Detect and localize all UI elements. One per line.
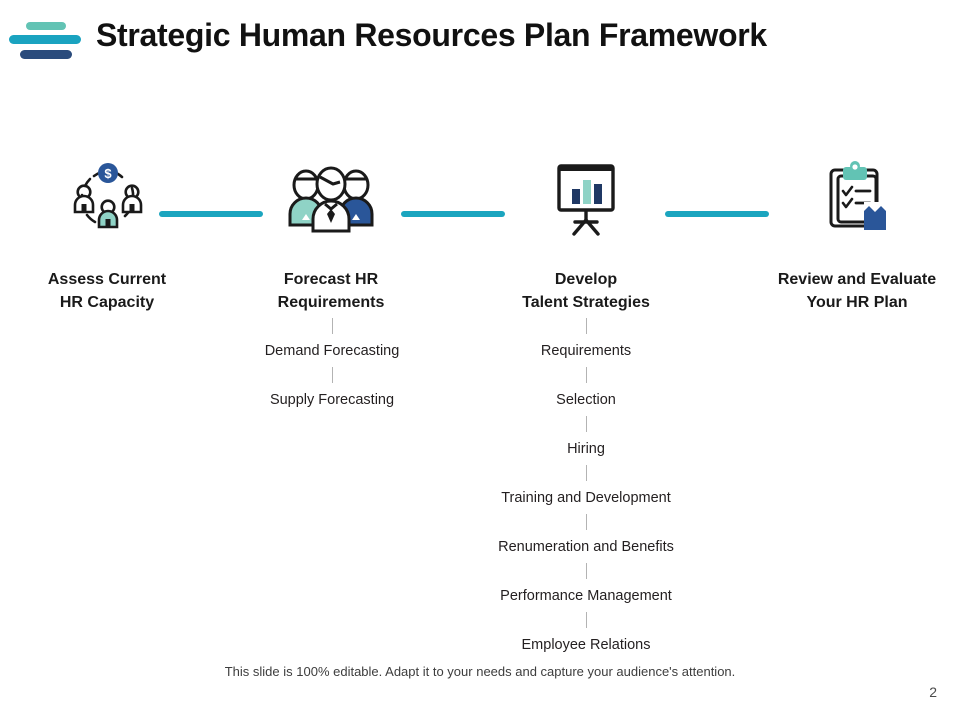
logo-bar-top [26, 22, 66, 30]
sub-connector-line [585, 465, 587, 481]
sub-item[interactable]: Employee Relations [521, 637, 651, 653]
step-title: Forecast HR Requirements [277, 271, 385, 311]
sublist-develop-talent-strategies: Requirements Selection Hiring Training a… [436, 318, 736, 661]
sub-item[interactable]: Selection [556, 392, 616, 408]
connector-step1-step2 [159, 211, 263, 217]
step-forecast-hr-requirements[interactable]: Forecast HR Requirements [211, 160, 451, 314]
sub-connector-line [331, 318, 333, 334]
logo-bar-bottom [20, 50, 72, 59]
presentation-bar-chart-icon [466, 160, 706, 236]
sub-connector-line [585, 318, 587, 334]
sub-connector-line [585, 612, 587, 628]
three-people-team-icon [211, 160, 451, 236]
sub-item[interactable]: Demand Forecasting [264, 343, 400, 359]
sub-item[interactable]: Renumeration and Benefits [498, 539, 674, 555]
sub-connector-line [331, 367, 333, 383]
people-circle-dollar-icon: $ [0, 160, 227, 236]
svg-text:$: $ [104, 166, 112, 181]
sub-item[interactable]: Supply Forecasting [269, 392, 395, 408]
sub-connector-line [585, 367, 587, 383]
step-title: Develop Talent Strategies [522, 271, 650, 311]
clipboard-checklist-icon [737, 160, 960, 236]
logo-bar-middle [9, 35, 81, 44]
step-title: Assess Current HR Capacity [47, 271, 167, 311]
connector-step3-step4 [665, 211, 769, 217]
sub-connector-line [585, 563, 587, 579]
page-title: Strategic Human Resources Plan Framework [96, 17, 767, 53]
step-title: Review and Evaluate Your HR Plan [777, 271, 937, 311]
step-assess-current-hr-capacity[interactable]: $ Assess Current HR Capacity [0, 160, 227, 314]
page-number: 2 [929, 684, 937, 700]
sub-connector-line [585, 514, 587, 530]
connector-step2-step3 [401, 211, 505, 217]
sub-item[interactable]: Requirements [540, 343, 632, 359]
logo-three-bars-icon [8, 22, 84, 64]
slide-header: Strategic Human Resources Plan Framework [0, 0, 960, 82]
step-review-and-evaluate-your-hr-plan[interactable]: Review and Evaluate Your HR Plan [737, 160, 960, 314]
sub-connector-line [585, 416, 587, 432]
sub-item[interactable]: Performance Management [500, 588, 672, 604]
sub-item[interactable]: Training and Development [501, 490, 671, 506]
editable-note: This slide is 100% editable. Adapt it to… [224, 664, 736, 679]
sublist-forecast-hr-requirements: Demand Forecasting Supply Forecasting [182, 318, 482, 416]
step-develop-talent-strategies[interactable]: Develop Talent Strategies [466, 160, 706, 314]
sub-item[interactable]: Hiring [567, 441, 605, 457]
